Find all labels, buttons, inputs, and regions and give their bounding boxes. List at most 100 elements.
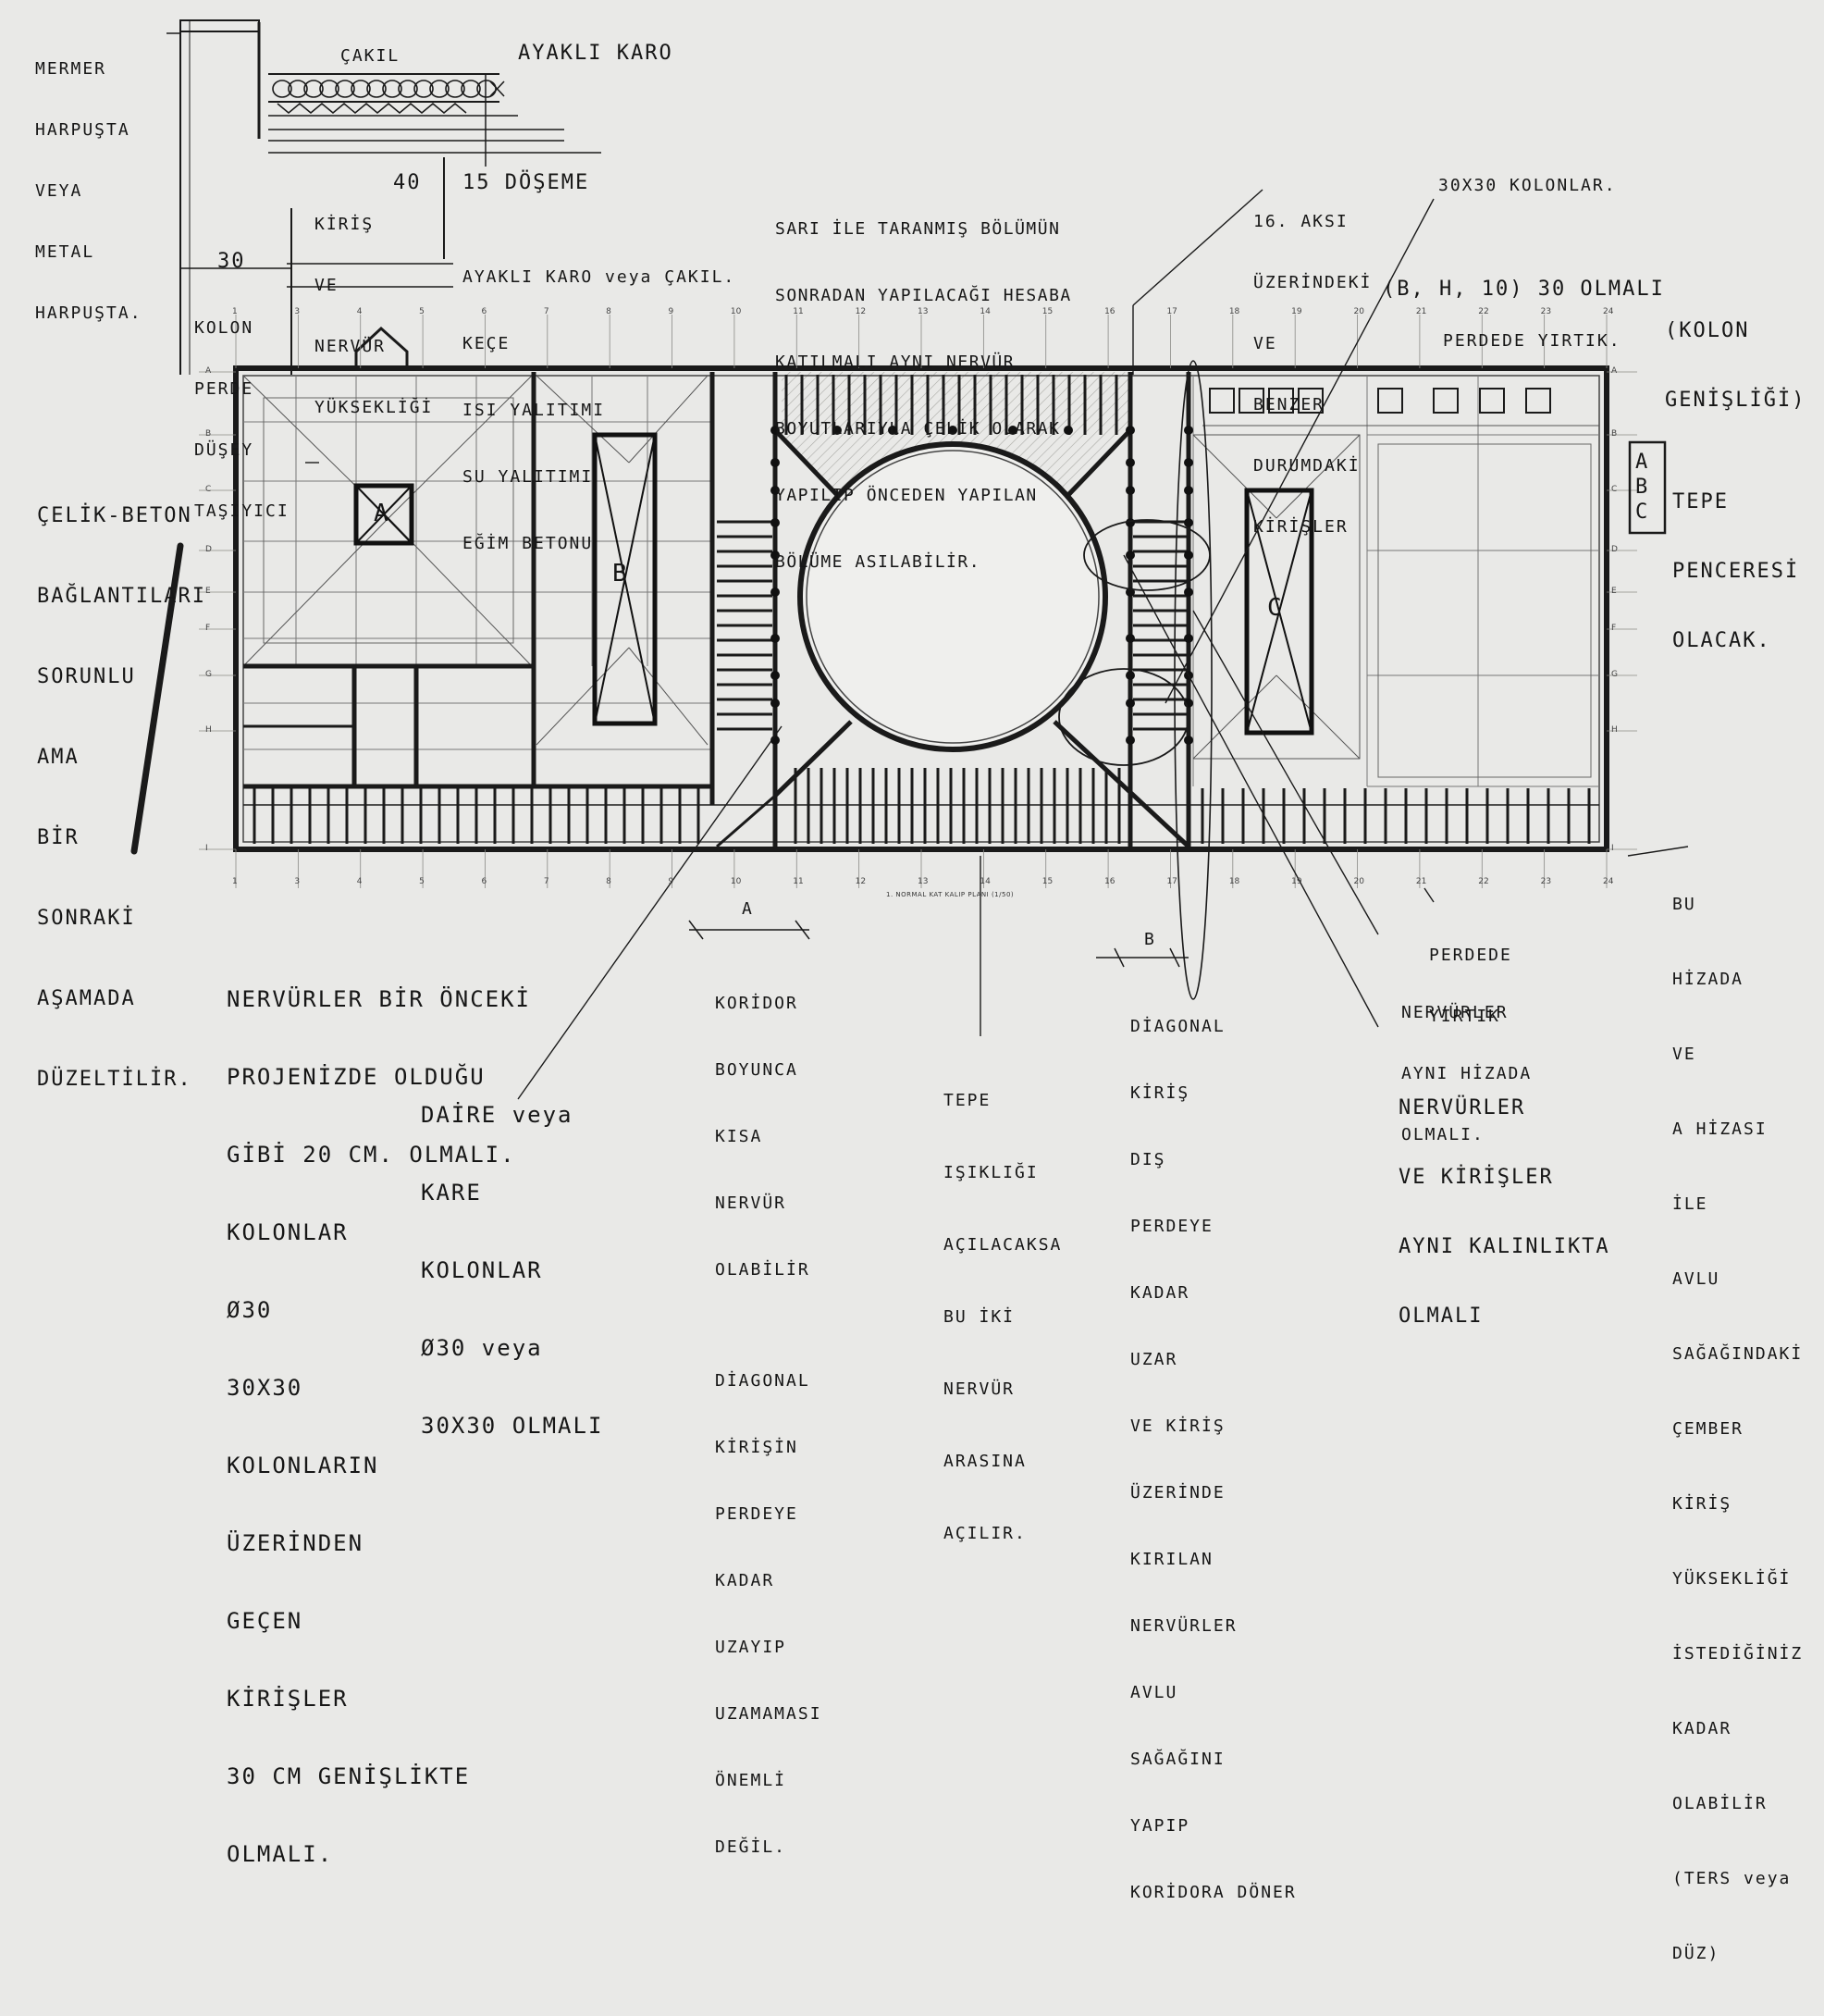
axis-letter-label: D [1611,545,1618,554]
note-line: VEYA [35,181,83,201]
note-line: OLABİLİR [715,1260,810,1280]
note-line: NERVÜRLER [1130,1616,1238,1636]
axis-letter-label: F [205,624,211,633]
axis-number-label: 1 [232,307,238,316]
note-line: ÜZERİNDE [1130,1483,1226,1503]
note-16-aksi: 16. AKSI ÜZERİNDEKİ VE BENZER DURUMDAKİ … [1253,171,1372,578]
note-line: DİAGONAL [1130,1017,1226,1036]
note-line: BİR [37,826,80,849]
axis-number-label: 3 [294,307,301,316]
note-line: AYAKLI KARO veya ÇAKIL. [462,267,736,287]
note-line: KOLON [194,318,254,338]
note-line: DEĞİL. [715,1837,787,1857]
note-line: ÇEMBER [1672,1419,1744,1439]
axis-number-label: 22 [1478,307,1489,316]
note-line: PERDEYE [1130,1217,1214,1236]
column-dot [1126,550,1135,560]
note-tepe-penceresi: TEPE PENCERESİ OLACAK. [1672,444,1799,699]
dimension-a-label: A [742,899,754,919]
gravel-layer [272,80,497,98]
insulation-zigzag [277,103,467,114]
note-line: KİRİŞ [1130,1083,1190,1103]
note-kolon-dim: 30 [217,250,246,273]
axis-letter-label: D [205,545,212,554]
axis-number-label: 4 [356,307,363,316]
axis-number-label: 24 [1603,307,1614,316]
note-line: VE [314,276,339,295]
note-nervurler-kirisler: NERVÜRLER VE KİRİŞLER AYNI KALINLIKTA OL… [1399,1050,1610,1374]
column-dot [832,426,842,435]
note-line: YÜKSEKLİĞİ [314,398,434,417]
axis-number-label: 3 [294,877,301,886]
axis-number-label: 9 [668,307,674,316]
zone-a-opening [353,483,414,546]
note-line: PERDEYE [715,1504,798,1524]
note-line: NERVÜR [943,1379,1016,1399]
axis-number-label: 14 [980,877,991,886]
floor-plan-drawing [130,19,1689,1100]
axis-number-label: 21 [1415,307,1427,316]
note-line: DURUMDAKİ [1253,456,1361,476]
column-dot [1064,426,1073,435]
column-dot [1126,736,1135,745]
note-perdede-yirtik-bottom: PERDEDE YIRTIK [1429,905,1512,1068]
note-line: DÜŞEY [194,440,254,460]
note-line: AÇILACAKSA [943,1235,1063,1255]
note-line: IŞIKLIĞI [943,1163,1039,1182]
right-grid [1192,376,1599,787]
axis-number-label: 9 [668,877,674,886]
axis-number-label: 8 [606,877,611,886]
note-line: DÜZELTİLİR. [37,1068,192,1091]
gravel-pebble [382,80,402,98]
central-frame [716,372,1191,848]
axis-number-label: 15 [1041,877,1054,886]
column-dot [1184,550,1193,560]
axis-number-label: 13 [918,307,929,316]
axis-number-label: 18 [1228,877,1240,886]
note-tepe-isikligi: TEPE IŞIKLIĞI AÇILACAKSA BU İKİ NERVÜR A… [943,1041,1062,1594]
note-line: SONRADAN YAPILACAĞI HESABA [775,286,1072,305]
note-daire-kare: DAİRE veya KARE KOLONLAR Ø30 veya 30X30 … [421,1050,603,1490]
note-line: NERVÜR [715,1194,787,1213]
note-line: NERVÜR [314,337,387,356]
axis-letter-label: E [1611,587,1617,596]
note-line: BOYUNCA [715,1060,798,1080]
note-line: OLMALI [1399,1305,1484,1328]
note-nervurler-ayni-hizada: NERVÜRLER AYNI HİZADA OLMALI. [1401,962,1532,1186]
note-line: KARE [421,1180,482,1206]
dimension-lines [688,920,1189,968]
note-perdede-yirtik-top: PERDEDE YIRTIK. [1443,331,1621,351]
axis-letter-label: I [205,844,208,853]
note-layers: AYAKLI KARO veya ÇAKIL. KEÇE ISI YALITIM… [462,222,735,600]
note-line: EĞİM BETONU [462,534,594,553]
abc-box-label: ABC [1635,451,1648,524]
axis-number-label: 11 [793,307,804,316]
note-line: KİRİŞLER [227,1686,349,1712]
abc-box [1628,440,1667,535]
note-line: OLMALI. [227,1841,334,1867]
note-line: KİRİŞ [1672,1494,1732,1514]
column-dot [888,426,897,435]
note-line: BAĞLANTILARI [37,585,206,608]
note-line: UZAYIP [715,1638,787,1657]
axis-letter-label: F [1611,624,1617,633]
note-line: KORİDOR [715,994,798,1013]
column-dot [1184,486,1193,495]
note-line: AYNI KALINLIKTA [1399,1235,1610,1258]
axis-number-label: 10 [730,877,742,886]
axis-number-label: 22 [1478,877,1489,886]
axis-number-label: 1 [232,877,238,886]
note-line: YIRTIK [1429,1007,1501,1026]
note-line: (TERS veya [1672,1869,1792,1888]
column-dot [770,518,780,527]
axis-number-label: 15 [1041,307,1054,316]
gravel-pebble [288,80,308,98]
note-line: AVLU [1672,1269,1720,1289]
note-kolon-perde: KOLON PERDE DÜŞEY TAŞIYICI [194,278,290,563]
axis-letter-label: C [205,485,212,494]
note-line: İLE [1672,1194,1708,1214]
note-mermer-harpusta: MERMER HARPUŞTA VEYA METAL HARPUŞTA. [35,19,142,365]
column-dot [1184,518,1193,527]
note-line: TEPE [1672,490,1729,513]
axis-number-label: 23 [1540,877,1552,886]
